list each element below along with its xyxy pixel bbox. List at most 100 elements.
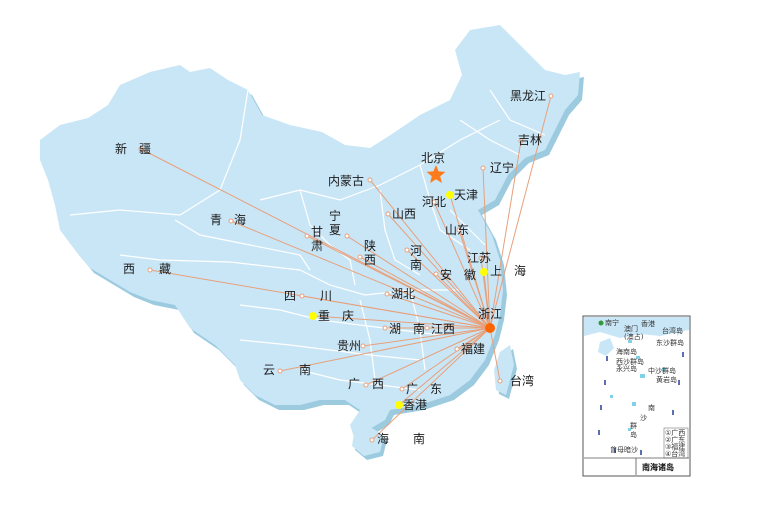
inset-label: 海南岛 bbox=[616, 347, 637, 356]
region-dot-hainan bbox=[369, 437, 375, 443]
region-label-sichuan: 四 川 bbox=[284, 289, 332, 303]
region-dot-guangxi bbox=[363, 382, 369, 388]
capital-star-icon bbox=[426, 165, 446, 183]
region-dot-xinjiang bbox=[138, 146, 144, 152]
route-line-neimenggu bbox=[369, 179, 491, 329]
region-dot-jilin bbox=[518, 138, 524, 144]
region-label-anhui: 安 徽 bbox=[440, 267, 476, 282]
region-label-guangdong: 广 东 bbox=[406, 382, 442, 396]
route-line-chongqing bbox=[312, 315, 491, 329]
inset-taiwan bbox=[676, 320, 682, 336]
inset-islands bbox=[610, 340, 666, 431]
inset-label: 沙 bbox=[640, 414, 647, 422]
inset-label: 黄岩岛 bbox=[656, 375, 677, 384]
route-line-qinghai bbox=[230, 220, 491, 329]
region-dot-gansu bbox=[304, 233, 310, 239]
inset-label: 东沙群岛 bbox=[656, 338, 684, 347]
region-label-hebei: 河北 bbox=[422, 195, 446, 209]
region-label-ningxia: 宁夏 bbox=[329, 208, 341, 237]
inset-label: 澳门 bbox=[624, 324, 638, 333]
hainan-island-top bbox=[352, 428, 384, 456]
region-dot-liaoning bbox=[480, 165, 486, 171]
region-label-shanxi: 山西 bbox=[392, 207, 416, 221]
hub-marker bbox=[485, 323, 495, 333]
inset-legend-box bbox=[663, 427, 689, 459]
inset-label: (澳占) bbox=[624, 332, 644, 341]
route-line-hubei bbox=[386, 293, 491, 329]
inset-label: 台湾岛 bbox=[662, 326, 683, 335]
capital-label: 北京 bbox=[421, 151, 445, 165]
route-line-sichuan bbox=[301, 295, 491, 329]
region-dot-hunan bbox=[382, 325, 388, 331]
south-china-sea-inset: 南宁 香港 澳门 (澳占) 台湾岛 东沙群岛 海南岛 西沙群岛 永兴岛 中沙群岛… bbox=[582, 315, 691, 477]
region-dot-jiangsu bbox=[478, 255, 484, 261]
region-dot-taiwan bbox=[497, 378, 503, 384]
region-label-henan: 河南 bbox=[410, 244, 422, 272]
route-line-shanxi bbox=[387, 213, 491, 329]
inset-legend-item: ③福建 bbox=[665, 442, 685, 451]
route-line-yunnan bbox=[279, 327, 491, 372]
route-line-anhui bbox=[435, 273, 491, 329]
region-dot-shanghai bbox=[480, 268, 488, 276]
inset-label: 中沙群岛 bbox=[648, 366, 676, 375]
region-label-heilongjiang: 黑龙江 bbox=[510, 89, 546, 103]
inset-coast bbox=[584, 317, 689, 338]
region-dot-guangdong bbox=[399, 386, 405, 392]
region-label-shandong: 山东 bbox=[445, 223, 469, 237]
inset-label: 香港 bbox=[641, 319, 655, 328]
region-dot-ningxia bbox=[344, 233, 350, 239]
region-dot-shandong bbox=[456, 227, 462, 233]
region-dot-tianjin bbox=[446, 191, 454, 199]
region-dot-xizang bbox=[147, 267, 153, 273]
route-line-henan bbox=[406, 249, 491, 329]
inset-hainan bbox=[598, 338, 614, 356]
region-label-liaoning: 辽宁 bbox=[490, 160, 514, 175]
route-line-heilongjiang bbox=[489, 95, 552, 329]
region-dot-henan bbox=[404, 247, 410, 253]
region-label-yunnan: 云 南 bbox=[263, 362, 311, 377]
region-label-gansu: 甘肃 bbox=[311, 225, 323, 253]
inset-nanning-dot bbox=[598, 320, 604, 326]
region-labels: 新 疆西 藏青 海甘肃宁夏内蒙古黑龙江吉林辽宁河北天津山西山东陕西河南江苏安 徽… bbox=[115, 89, 546, 446]
region-label-xinjiang: 新 疆 bbox=[115, 141, 151, 156]
region-label-hainan: 海 南 bbox=[377, 431, 425, 446]
region-label-hubei: 湖北 bbox=[391, 286, 415, 301]
region-dot-hubei bbox=[384, 291, 390, 297]
china-landmass bbox=[40, 25, 580, 460]
region-dot-yunnan bbox=[277, 368, 283, 374]
inset-label: 西沙群岛 bbox=[616, 357, 644, 366]
inset-legend-item: ④台湾 bbox=[665, 449, 685, 458]
region-dot-heilongjiang bbox=[548, 93, 554, 99]
route-line-hainan bbox=[371, 327, 491, 441]
region-dot-qinghai bbox=[228, 218, 234, 224]
route-line-xinjiang bbox=[140, 148, 491, 329]
region-label-xizang: 西 藏 bbox=[123, 262, 171, 276]
region-dot-fujian bbox=[454, 346, 460, 352]
inset-label: 曾母暗沙 bbox=[610, 445, 638, 454]
region-dots bbox=[138, 93, 554, 443]
hub-label: 浙江 bbox=[478, 307, 502, 321]
region-dot-anhui bbox=[433, 271, 439, 277]
route-line-shaanxi bbox=[359, 256, 491, 329]
region-label-shanghai: 上 海 bbox=[490, 263, 526, 278]
inset-label: 群 bbox=[630, 421, 637, 430]
region-dot-guizhou bbox=[360, 343, 366, 349]
region-dot-shanxi bbox=[385, 211, 391, 217]
inset-title: 南海诸岛 bbox=[642, 462, 674, 472]
inset-label: 永兴岛 bbox=[616, 364, 637, 373]
route-line-ningxia bbox=[346, 235, 491, 329]
route-line-xianggang bbox=[398, 327, 491, 406]
route-line-shanghai bbox=[483, 271, 491, 329]
inset-legend-item: ②广东 bbox=[665, 435, 685, 444]
region-dot-chongqing bbox=[309, 312, 317, 320]
inset-label: 南 bbox=[648, 403, 655, 412]
region-label-hunan: 湖 南 bbox=[389, 321, 425, 336]
route-line-guizhou bbox=[362, 327, 491, 347]
inset-label: 南宁 bbox=[605, 318, 619, 327]
region-label-xianggang: 香港 bbox=[403, 398, 427, 412]
route-line-guangdong bbox=[401, 327, 491, 390]
region-dot-hebei bbox=[431, 199, 437, 205]
route-lines bbox=[140, 95, 552, 441]
region-label-fujian: 福建 bbox=[461, 341, 485, 356]
